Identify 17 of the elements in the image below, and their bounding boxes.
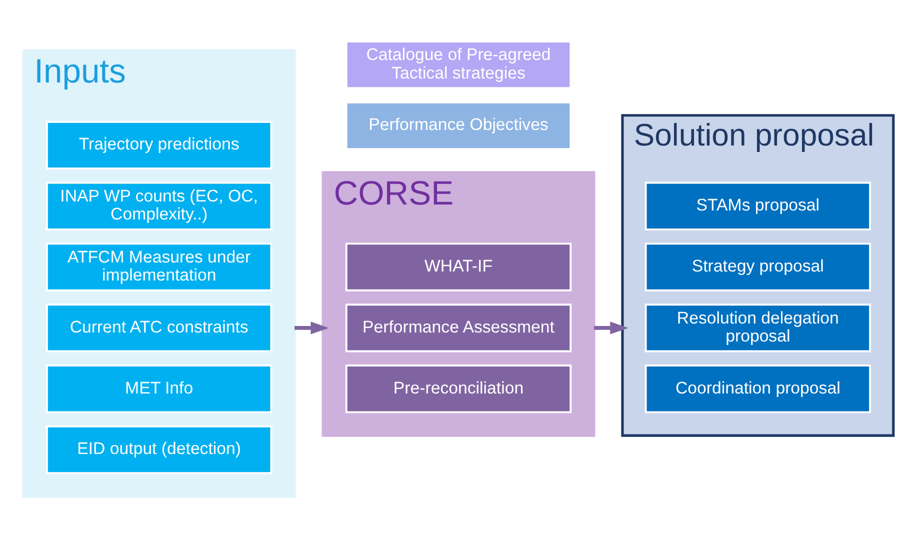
node-box: Performance Objectives <box>345 100 572 150</box>
node-box: MET Info <box>46 364 272 413</box>
node-box: Strategy proposal <box>644 242 872 291</box>
node-box: EID output (detection) <box>46 424 272 474</box>
node-box: Pre-reconciliation <box>345 364 572 413</box>
node-box: Catalogue of Pre-agreed Tactical strategies <box>345 40 572 89</box>
node-box: Coordination proposal <box>644 364 872 413</box>
node-box: ATFCM Measures under implementation <box>46 242 272 291</box>
node-box: Trajectory predictions <box>46 120 272 169</box>
node-box: Resolution delegation proposal <box>644 303 872 352</box>
arrow <box>594 321 628 334</box>
node-box: WHAT-IF <box>345 242 572 291</box>
node-box: Current ATC constraints <box>46 303 272 352</box>
node-box: STAMs proposal <box>644 181 872 230</box>
arrow <box>294 321 329 334</box>
node-box: Performance Assessment <box>345 303 572 352</box>
node-box: INAP WP counts (EC, OC, Complexity..) <box>46 181 272 230</box>
